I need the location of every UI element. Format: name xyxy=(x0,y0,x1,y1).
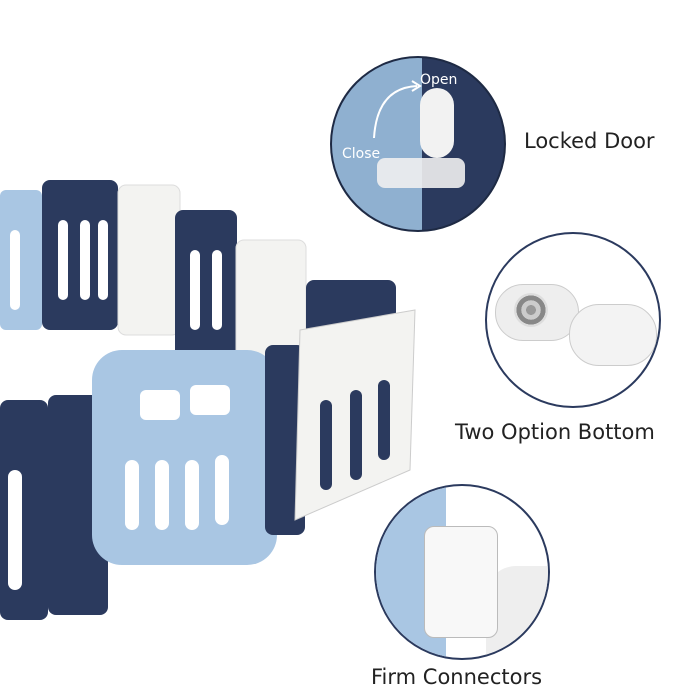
latch-icon xyxy=(420,88,454,158)
locked-door-detail: Open Close xyxy=(330,56,506,232)
connector-icon xyxy=(424,526,498,638)
open-label: Open xyxy=(420,72,458,88)
close-label: Close xyxy=(342,146,381,162)
locked-door-label: Locked Door xyxy=(524,129,655,153)
two-option-bottom-label: Two Option Bottom xyxy=(455,420,655,444)
gate-door xyxy=(92,350,277,565)
latch-base xyxy=(377,158,465,188)
playpen-front-panels xyxy=(0,309,416,620)
firm-connectors-detail xyxy=(374,484,550,660)
firm-connectors-label: Firm Connectors xyxy=(371,665,543,689)
rotate-arrow-icon xyxy=(373,80,422,139)
rubber-foot xyxy=(495,284,579,341)
two-option-bottom-detail xyxy=(485,232,661,408)
plastic-foot xyxy=(569,304,657,366)
